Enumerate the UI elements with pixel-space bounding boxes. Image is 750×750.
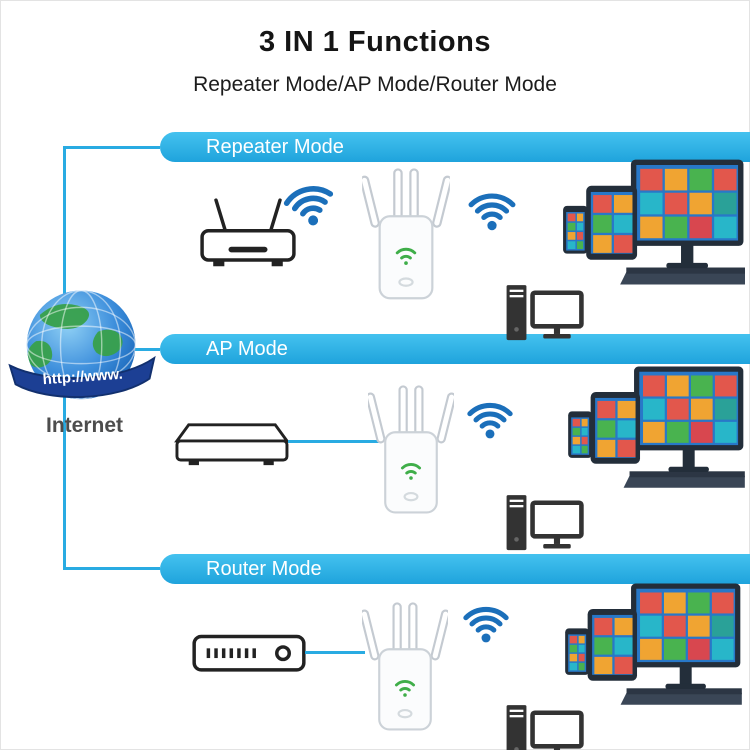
client-devices-icon xyxy=(565,365,745,496)
wifi-signal-icon xyxy=(272,164,346,238)
globe-ribbon-text: http://www. xyxy=(42,366,123,389)
client-devices-icon xyxy=(562,582,742,713)
page-subtitle: Repeater Mode/AP Mode/Router Mode xyxy=(193,73,557,96)
internet-globe-icon: http://www. xyxy=(8,283,158,433)
banner-router-mode: Router Mode xyxy=(160,554,750,584)
desktop-computer-icon xyxy=(502,492,586,557)
modem-icon xyxy=(190,628,308,677)
wifi-repeater-icon xyxy=(368,385,454,521)
wifi-signal-icon xyxy=(458,592,514,648)
wifi-signal-icon xyxy=(463,178,521,236)
bracket-line-router xyxy=(63,567,160,570)
desktop-computer-icon xyxy=(502,282,586,347)
client-devices-icon xyxy=(560,158,745,293)
banner-repeater-mode-label: Repeater Mode xyxy=(206,136,344,158)
banner-ap-mode-label: AP Mode xyxy=(206,338,288,360)
banner-ap-mode: AP Mode xyxy=(160,334,750,364)
wifi-signal-icon xyxy=(462,388,518,444)
wifi-repeater-icon xyxy=(362,602,448,738)
banner-router-mode-label: Router Mode xyxy=(206,558,322,580)
desktop-computer-icon xyxy=(502,702,586,750)
ethernet-cable-line xyxy=(288,440,380,443)
internet-label: Internet xyxy=(45,414,123,437)
banner-repeater-mode: Repeater Mode xyxy=(160,132,750,162)
wifi-repeater-icon xyxy=(362,168,450,307)
bracket-line-repeater xyxy=(63,146,160,149)
access-point-icon xyxy=(168,416,293,471)
page-title: 3 IN 1 Functions xyxy=(259,26,491,58)
ethernet-cable-line xyxy=(305,651,365,654)
